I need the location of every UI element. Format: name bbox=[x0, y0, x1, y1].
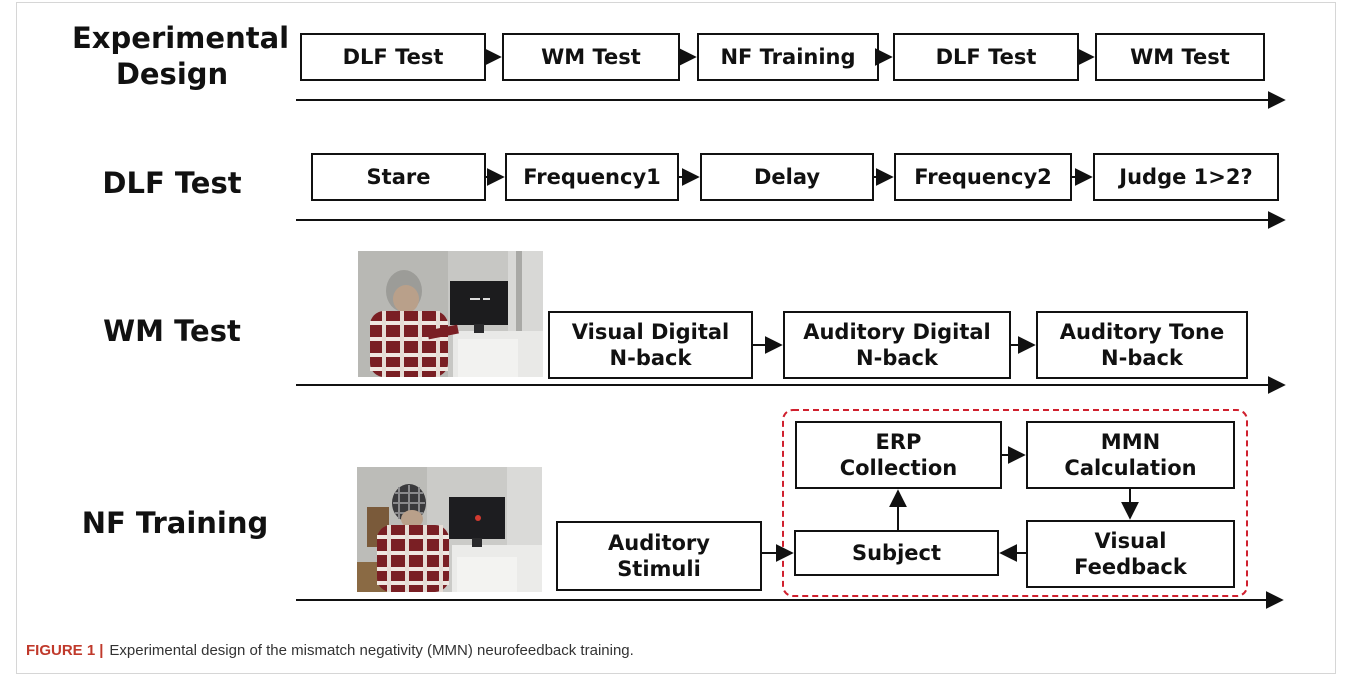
box-text-line: Feedback bbox=[1074, 555, 1187, 579]
dlf-step-judge: Judge 1>2? bbox=[1093, 153, 1279, 201]
exp-step-dlf-test: DLF Test bbox=[300, 33, 486, 81]
caption-separator: | bbox=[99, 642, 104, 659]
participant-eeg-photo bbox=[357, 467, 542, 592]
box-text-line: Visual Digital bbox=[571, 320, 730, 344]
box-text-line: Stimuli bbox=[617, 557, 701, 581]
figure-frame bbox=[16, 2, 1336, 674]
nf-step-visual-feedback: Visual Feedback bbox=[1026, 520, 1235, 588]
nf-step-auditory-stimuli: Auditory Stimuli bbox=[556, 521, 762, 591]
exp-step-wm-test-2: WM Test bbox=[1095, 33, 1265, 81]
row-label-experimental-design: Experimental Design bbox=[72, 20, 290, 92]
box-text-line: Auditory Digital bbox=[803, 320, 991, 344]
nf-step-subject: Subject bbox=[794, 530, 999, 576]
wm-step-auditory-tone: Auditory Tone N-back bbox=[1036, 311, 1248, 379]
dlf-step-frequency1: Frequency1 bbox=[505, 153, 679, 201]
box-text-line: ERP bbox=[875, 430, 922, 454]
nf-step-erp-collection: ERP Collection bbox=[795, 421, 1002, 489]
box-text-line: Collection bbox=[839, 456, 958, 480]
dlf-step-stare: Stare bbox=[311, 153, 486, 201]
wm-step-auditory-digital: Auditory Digital N-back bbox=[783, 311, 1011, 379]
row-label-line: WM Test bbox=[103, 314, 241, 348]
box-text-line: Calculation bbox=[1064, 456, 1197, 480]
box-text-line: N-back bbox=[609, 346, 692, 370]
caption-figure-number: FIGURE 1 bbox=[26, 642, 96, 659]
box-text-line: Auditory Tone bbox=[1059, 320, 1225, 344]
row-label-line: Design bbox=[115, 57, 229, 91]
wm-step-visual-digital: Visual Digital N-back bbox=[548, 311, 753, 379]
feedback-loop-boundary bbox=[782, 409, 1248, 597]
dlf-step-delay: Delay bbox=[700, 153, 874, 201]
box-text-line: N-back bbox=[856, 346, 938, 370]
row-label-wm-test: WM Test bbox=[72, 313, 272, 349]
figure-caption: FIGURE 1| Experimental design of the mism… bbox=[26, 642, 634, 659]
box-text-line: Subject bbox=[851, 541, 942, 565]
row-label-line: NF Training bbox=[81, 506, 269, 540]
row-label-dlf-test: DLF Test bbox=[72, 165, 272, 201]
row-label-line: DLF Test bbox=[102, 166, 242, 200]
box-text-line: N-back bbox=[1101, 346, 1183, 370]
exp-step-dlf-test-2: DLF Test bbox=[893, 33, 1079, 81]
participant-computer-photo bbox=[358, 251, 543, 377]
row-label-nf-training: NF Training bbox=[70, 505, 280, 541]
dlf-step-frequency2: Frequency2 bbox=[894, 153, 1072, 201]
box-text-line: Visual bbox=[1094, 529, 1167, 553]
caption-text: Experimental design of the mismatch nega… bbox=[109, 642, 634, 659]
box-text-line: MMN bbox=[1100, 430, 1161, 454]
nf-step-mmn-calculation: MMN Calculation bbox=[1026, 421, 1235, 489]
box-text-line: Auditory bbox=[608, 531, 710, 555]
exp-step-nf-training: NF Training bbox=[697, 33, 879, 81]
row-label-line: Experimental bbox=[72, 21, 290, 55]
exp-step-wm-test: WM Test bbox=[502, 33, 680, 81]
